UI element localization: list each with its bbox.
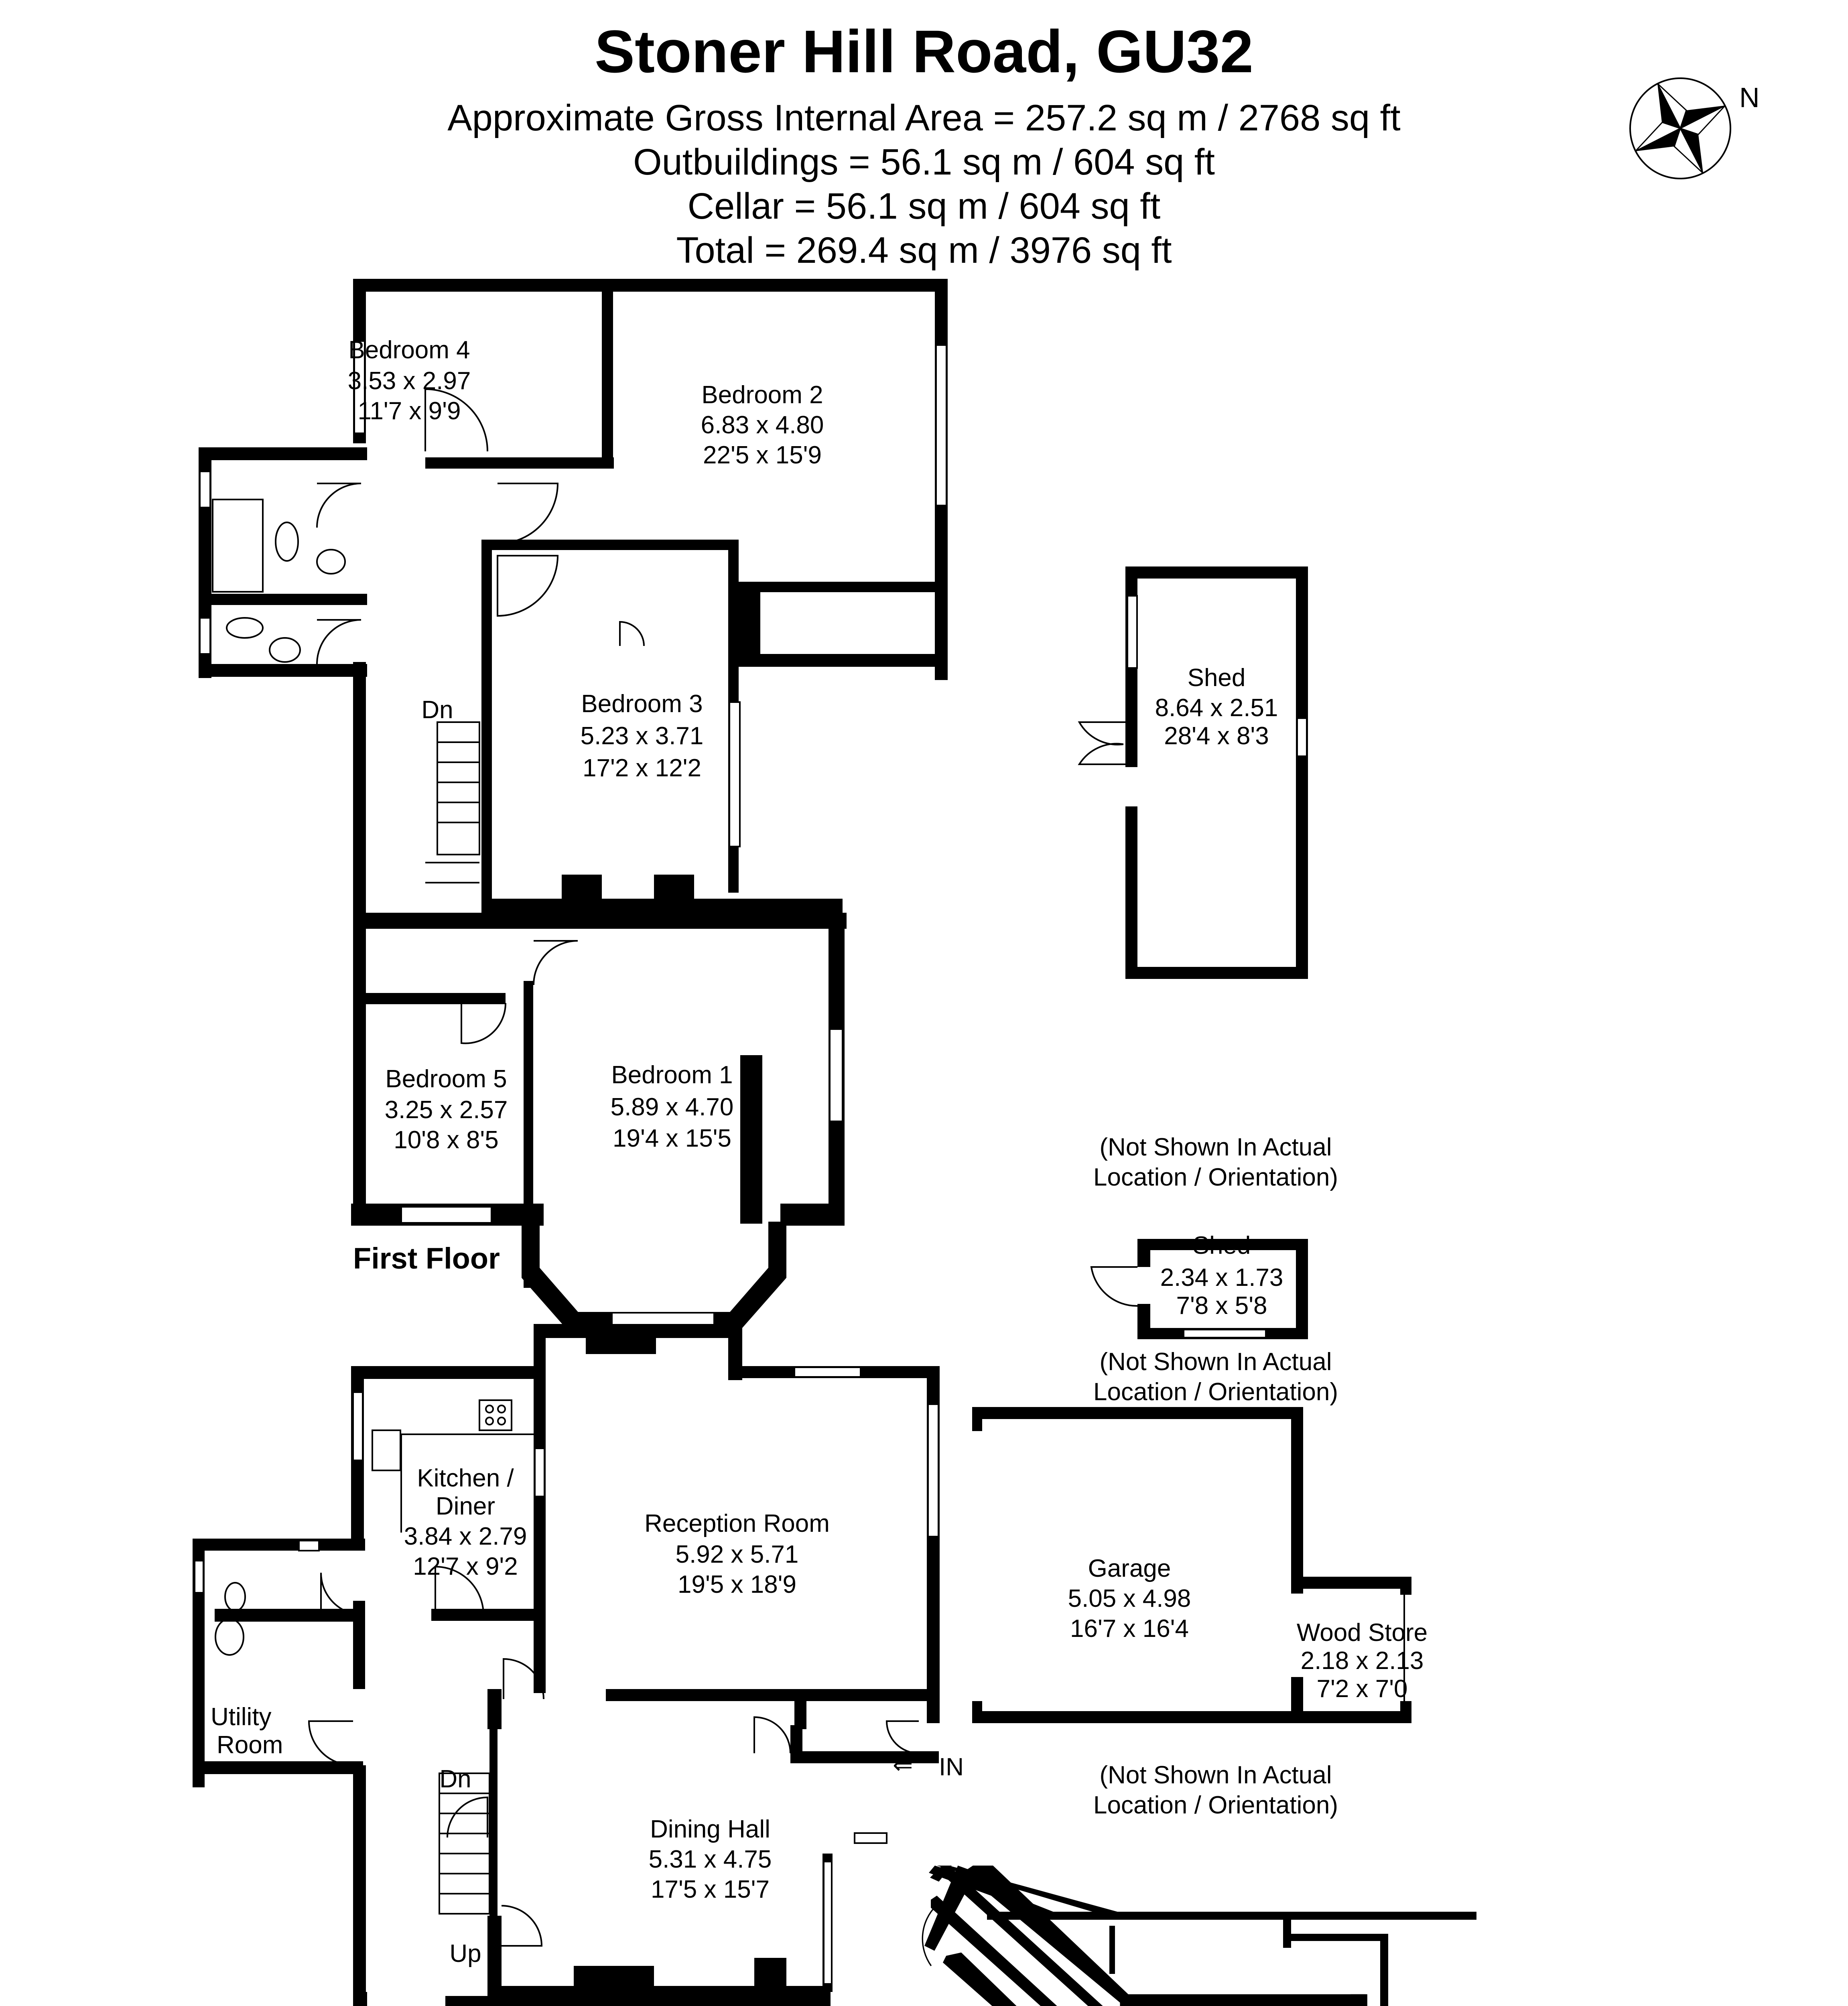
stairs-icon	[439, 1773, 490, 1915]
room-metric: 3.25 x 2.57	[385, 1096, 508, 1124]
room-metric: 5.31 x 4.75	[649, 1846, 772, 1873]
compass-north-label: N	[1739, 82, 1760, 113]
ground-floor-plan: ⇐ Kitchen / Diner 3.84 x 2.79 12'7 x 9'2…	[193, 1324, 964, 2006]
cellar-walls	[922, 1866, 1367, 2006]
cellar-area: Cellar = 56.1 sq m / 604 sq ft	[688, 186, 1161, 227]
room-name-dining-hall: Dining Hall	[650, 1815, 770, 1843]
room-imperial: 11'7 x 9'9	[358, 397, 461, 425]
total-area: Total = 269.4 sq m / 3976 sq ft	[676, 230, 1172, 271]
outbuildings-area: Outbuildings = 56.1 sq m / 604 sq ft	[633, 142, 1215, 183]
first-floor-plan: Bedroom 4 3.53 x 2.97 11'7 x 9'9 Bedroom…	[199, 279, 948, 1329]
room-name-wood-store: Wood Store	[1297, 1619, 1428, 1647]
shed-small-plan: Shed 2.34 x 1.73 7'8 x 5'8 (Not Shown In…	[1090, 1232, 1338, 1406]
location-note: (Not Shown In Actual	[1100, 1133, 1332, 1161]
room-metric: 8.64 x 2.51	[1155, 694, 1278, 722]
room-imperial: 17'2 x 12'2	[583, 754, 701, 782]
room-metric: 3.84 x 2.79	[404, 1523, 527, 1550]
stairs-down-label: Dn	[421, 696, 453, 724]
location-note: Location / Orientation)	[1093, 1163, 1338, 1191]
room-imperial: 19'4 x 15'5	[613, 1125, 731, 1152]
header: Stoner Hill Road, GU32 Approximate Gross…	[447, 18, 1400, 271]
room-imperial: 16'7 x 16'4	[1070, 1615, 1189, 1643]
room-name-bedroom-2: Bedroom 2	[701, 381, 823, 409]
room-metric: 2.18 x 2.13	[1301, 1647, 1424, 1675]
room-metric: 3.53 x 2.97	[348, 367, 471, 395]
room-name-bedroom-5: Bedroom 5	[385, 1065, 507, 1093]
room-imperial: 12'7 x 9'2	[413, 1553, 518, 1580]
kitchen-fixtures-icon	[215, 1399, 534, 1656]
compass-rose-icon	[1629, 77, 1731, 179]
garage-plan: Garage 5.05 x 4.98 16'7 x 16'4 Wood Stor…	[972, 1407, 1428, 1819]
page-title: Stoner Hill Road, GU32	[595, 18, 1253, 85]
room-imperial: 17'5 x 15'7	[651, 1876, 770, 1903]
stairs-up-label: Up	[449, 1940, 481, 1967]
room-name-bedroom-1: Bedroom 1	[611, 1061, 733, 1089]
room-metric: 5.89 x 4.70	[611, 1093, 734, 1121]
location-note: (Not Shown In Actual	[1100, 1761, 1332, 1789]
room-metric: 6.83 x 4.80	[701, 411, 824, 439]
stairs-down-label: Dn	[439, 1765, 471, 1793]
location-note: Location / Orientation)	[1093, 1378, 1338, 1406]
room-name-shed-large: Shed	[1188, 664, 1246, 692]
room-name-shed-small: Shed	[1193, 1232, 1251, 1259]
stairs-icon	[425, 721, 480, 883]
shed-large-plan: Shed 8.64 x 2.51 28'4 x 8'3 (Not Shown I…	[1078, 566, 1338, 1191]
room-name-garage: Garage	[1088, 1555, 1171, 1582]
room-name-reception-room: Reception Room	[644, 1510, 830, 1537]
gross-internal-area: Approximate Gross Internal Area = 257.2 …	[447, 97, 1400, 138]
room-imperial: 10'8 x 8'5	[394, 1126, 499, 1154]
room-metric: 5.05 x 4.98	[1068, 1585, 1191, 1612]
location-note: (Not Shown In Actual	[1100, 1348, 1332, 1376]
room-name-utility-2: Room	[217, 1731, 283, 1759]
room-metric: 5.23 x 3.71	[581, 722, 704, 750]
room-imperial: 7'2 x 7'0	[1316, 1675, 1407, 1703]
location-note: Location / Orientation)	[1093, 1791, 1338, 1819]
floor-label-first: First Floor	[353, 1242, 500, 1275]
room-metric: 2.34 x 1.73	[1160, 1264, 1283, 1291]
room-name-kitchen: Kitchen /	[417, 1464, 514, 1492]
room-metric: 5.92 x 5.71	[676, 1541, 799, 1568]
entrance-arrow-icon: ⇐	[893, 1752, 913, 1779]
room-name-bedroom-3: Bedroom 3	[581, 690, 703, 718]
room-name-kitchen-2: Diner	[436, 1492, 495, 1520]
entrance-label: IN	[939, 1753, 964, 1781]
room-imperial: 19'5 x 18'9	[678, 1571, 796, 1598]
room-name-utility: Utility	[211, 1703, 272, 1731]
room-imperial: 28'4 x 8'3	[1164, 722, 1269, 750]
room-imperial: 7'8 x 5'8	[1176, 1292, 1267, 1320]
room-imperial: 22'5 x 15'9	[703, 441, 822, 469]
room-name-bedroom-4: Bedroom 4	[348, 336, 470, 364]
bathroom-fixtures-icon	[212, 499, 346, 663]
